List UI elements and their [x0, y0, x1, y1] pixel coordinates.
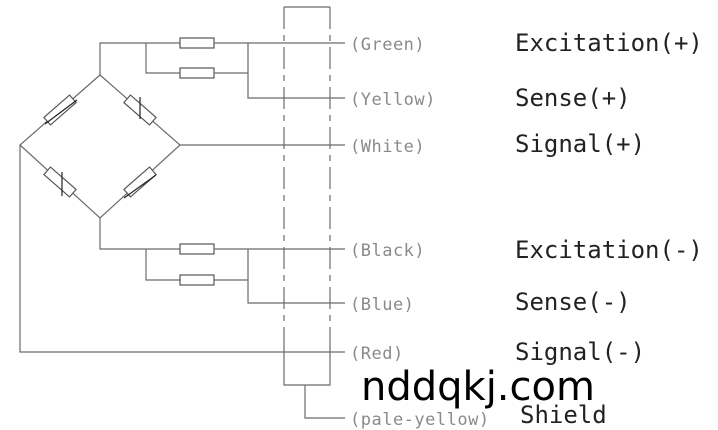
wire-color-label: (Black)	[350, 241, 425, 261]
wire-color-label: (Blue)	[350, 295, 414, 315]
wire-color-labels: (Green) (Yellow) (White) (Black) (Blue) …	[350, 35, 490, 430]
signal-label: Excitation(+)	[515, 29, 703, 57]
wire-color-label: (White)	[350, 137, 425, 157]
wheatstone-bridge	[19, 74, 181, 219]
signal-negative-wire	[19, 145, 345, 353]
signal-label: Excitation(-)	[515, 236, 703, 264]
signal-label: Signal(+)	[515, 130, 645, 158]
signal-label: Signal(-)	[515, 338, 645, 366]
watermark: nddqkj.com	[361, 364, 595, 410]
compensation-resistor	[179, 274, 215, 286]
compensation-resistor	[179, 67, 215, 79]
compensation-resistor	[179, 37, 215, 49]
wire-color-label: (Green)	[350, 35, 425, 55]
compensation-resistor	[179, 243, 215, 255]
signal-label: Sense(-)	[515, 288, 631, 316]
bridge-resistor-top-left	[43, 94, 77, 126]
bridge-diamond	[19, 74, 181, 219]
gauge-arrow-icon	[123, 174, 157, 199]
cable-jacket	[283, 6, 331, 386]
positive-excitation-branch	[99, 37, 345, 99]
wire-color-label: (pale-yellow)	[350, 410, 490, 430]
signal-labels: Excitation(+) Sense(+) Signal(+) Excitat…	[515, 29, 703, 429]
wire-color-label: (Red)	[350, 344, 404, 364]
gauge-arrow-icon	[44, 99, 78, 125]
signal-label: Shield	[520, 401, 607, 429]
shield-wire	[304, 385, 345, 419]
signal-label: Sense(+)	[515, 84, 631, 112]
bridge-resistor-bottom-right	[123, 166, 157, 198]
bridge-resistor-bottom-left	[43, 166, 77, 198]
negative-excitation-branch	[99, 218, 345, 304]
wire-color-label: (Yellow)	[350, 90, 436, 110]
